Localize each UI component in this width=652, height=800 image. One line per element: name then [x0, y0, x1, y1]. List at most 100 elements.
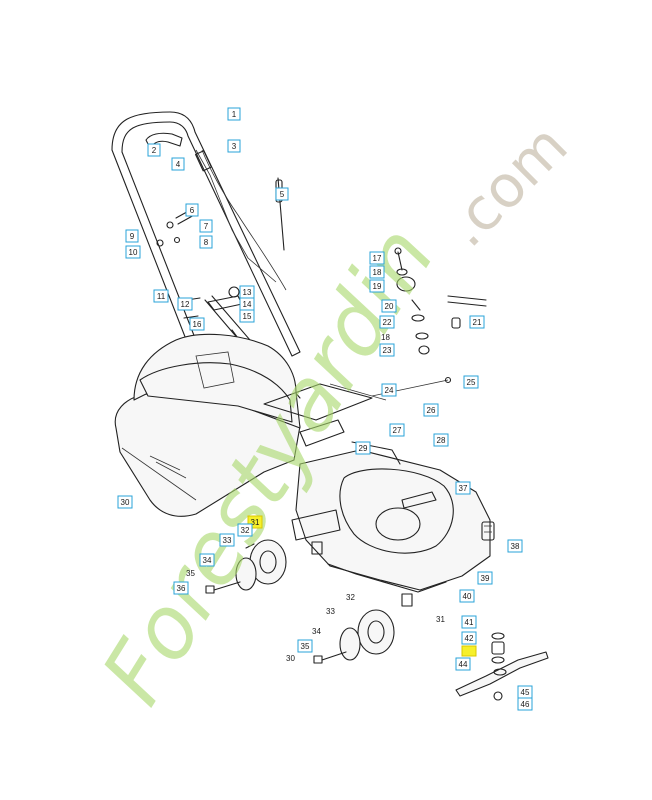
svg-text:12: 12	[181, 300, 190, 309]
svg-text:13: 13	[243, 288, 252, 297]
svg-text:20: 20	[385, 302, 394, 311]
mower-deck	[291, 376, 495, 607]
label-30-lower: 30	[286, 654, 295, 663]
label-33: 33	[326, 607, 335, 616]
svg-text:11: 11	[157, 292, 166, 301]
svg-text:26: 26	[427, 406, 436, 415]
svg-text:10: 10	[129, 248, 138, 257]
callout-32: 32	[237, 523, 253, 537]
callout-18: 18	[369, 265, 385, 279]
callout-13: 13	[239, 285, 255, 299]
svg-text:18: 18	[373, 268, 382, 277]
callout-24: 24	[381, 383, 397, 397]
svg-text:23: 23	[383, 346, 392, 355]
callout-21: 21	[469, 315, 485, 329]
svg-text:33: 33	[223, 536, 232, 545]
svg-text:19: 19	[373, 282, 382, 291]
callout-8: 8	[199, 235, 213, 249]
svg-text:14: 14	[243, 300, 252, 309]
callout-10: 10	[125, 245, 141, 259]
callout-7: 7	[199, 219, 213, 233]
callout-37: 37	[455, 481, 471, 495]
svg-text:17: 17	[373, 254, 382, 263]
svg-text:5: 5	[280, 190, 285, 199]
svg-text:34: 34	[203, 556, 212, 565]
callout-16: 16	[189, 317, 205, 331]
callouts: 1 2 3 4 5 6 7 8 9 10 11 12 13 14 15 16 1…	[117, 107, 533, 711]
callout-45: 45	[517, 685, 533, 699]
blade-assembly	[455, 632, 549, 701]
svg-text:4: 4	[176, 160, 181, 169]
callout-14: 14	[239, 297, 255, 311]
label-34: 34	[312, 627, 321, 636]
svg-text:6: 6	[190, 206, 195, 215]
adjustment-parts	[394, 247, 487, 355]
svg-text:44: 44	[459, 660, 468, 669]
callout-28: 28	[433, 433, 449, 447]
grass-box	[114, 333, 387, 517]
wheels	[205, 539, 395, 664]
callout-39: 39	[477, 571, 493, 585]
svg-text:3: 3	[232, 142, 237, 151]
callout-42: 42	[461, 631, 477, 645]
callout-12: 12	[177, 297, 193, 311]
svg-text:46: 46	[521, 700, 530, 709]
svg-text:41: 41	[465, 618, 474, 627]
callout-25: 25	[463, 375, 479, 389]
svg-text:29: 29	[359, 444, 368, 453]
callout-20: 20	[381, 299, 397, 313]
callout-26: 26	[423, 403, 439, 417]
svg-text:24: 24	[385, 386, 394, 395]
svg-text:39: 39	[481, 574, 490, 583]
callout-15: 15	[239, 309, 255, 323]
callout-9: 9	[125, 229, 139, 243]
callout-19: 19	[369, 279, 385, 293]
svg-text:42: 42	[465, 634, 474, 643]
callout-3: 3	[227, 139, 241, 153]
svg-text:9: 9	[130, 232, 135, 241]
svg-text:25: 25	[467, 378, 476, 387]
svg-text:32: 32	[241, 526, 250, 535]
callout-33: 33	[219, 533, 235, 547]
watermark-domain: .com	[432, 111, 581, 260]
svg-text:16: 16	[193, 320, 202, 329]
svg-text:31: 31	[251, 518, 260, 527]
callout-44: 44	[455, 657, 471, 671]
svg-text:15: 15	[243, 312, 252, 321]
svg-text:8: 8	[204, 238, 209, 247]
callout-38: 38	[507, 539, 523, 553]
callout-43	[461, 645, 477, 657]
svg-text:2: 2	[152, 146, 157, 155]
callout-35-lower: 35	[297, 639, 313, 653]
callout-30: 30	[117, 495, 133, 509]
label-18-second: 18	[381, 333, 390, 342]
svg-text:27: 27	[393, 426, 402, 435]
svg-text:21: 21	[473, 318, 482, 327]
callout-22: 22	[379, 315, 395, 329]
callout-1: 1	[227, 107, 241, 121]
svg-text:30: 30	[121, 498, 130, 507]
svg-text:7: 7	[204, 222, 209, 231]
callout-40: 40	[459, 589, 475, 603]
callout-29: 29	[355, 441, 371, 455]
callout-34: 34	[199, 553, 215, 567]
callout-41: 41	[461, 615, 477, 629]
svg-text:1: 1	[232, 110, 237, 119]
svg-text:40: 40	[463, 592, 472, 601]
svg-text:37: 37	[459, 484, 468, 493]
svg-text:28: 28	[437, 436, 446, 445]
svg-text:36: 36	[177, 584, 186, 593]
label-31-deck: 31	[436, 615, 445, 624]
callout-46: 46	[517, 697, 533, 711]
callout-17: 17	[369, 251, 385, 265]
callout-11: 11	[153, 289, 169, 303]
svg-text:35: 35	[301, 642, 310, 651]
label-32: 32	[346, 593, 355, 602]
svg-text:38: 38	[511, 542, 520, 551]
callout-2: 2	[147, 143, 161, 157]
callout-4: 4	[171, 157, 185, 171]
callout-23: 23	[379, 343, 395, 357]
label-35: 35	[186, 569, 195, 578]
callout-5: 5	[275, 187, 289, 201]
